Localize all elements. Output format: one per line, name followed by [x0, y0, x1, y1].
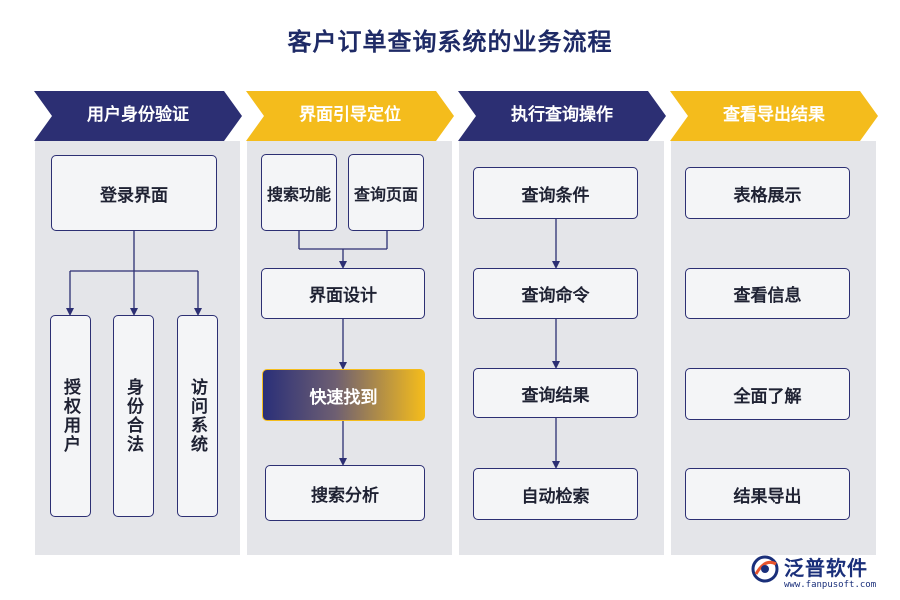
logo-url: www.fanpusoft.com [784, 580, 877, 590]
box-login-interface: 登录界面 [51, 155, 217, 231]
box-query-results: 查询结果 [473, 368, 638, 418]
logo-name: 泛普软件 [784, 556, 868, 580]
box-full-understanding: 全面了解 [685, 368, 850, 420]
box-view-info: 查看信息 [685, 268, 850, 319]
box-search-analysis: 搜索分析 [265, 465, 425, 521]
box-identity-valid: 身份合法 [113, 315, 154, 517]
box-auto-retrieval: 自动检索 [473, 468, 638, 520]
stage-header-chevron-4 [670, 91, 878, 141]
box-quick-find: 快速找到 [262, 369, 425, 421]
stage-label-4: 查看导出结果 [723, 105, 825, 125]
box-export-results: 结果导出 [685, 468, 850, 520]
box-search-function: 搜索功能 [261, 154, 337, 231]
stage-header-chevron-2 [246, 91, 454, 141]
page-title: 客户订单查询系统的业务流程 [287, 28, 613, 56]
stage-label-3: 执行查询操作 [511, 105, 613, 125]
stage-label-2: 界面引导定位 [299, 105, 401, 125]
fanpu-logo-icon [751, 555, 779, 583]
box-access-system: 访问系统 [177, 315, 218, 517]
stage-header-chevron-3 [458, 91, 666, 141]
stage-label-1: 用户身份验证 [87, 105, 189, 125]
box-authorized-user: 授权用户 [50, 315, 91, 517]
brand-logo: 泛普软件 www.fanpusoft.com [750, 552, 890, 596]
box-query-command: 查询命令 [473, 268, 638, 319]
stage-header-chevron-1 [34, 91, 242, 141]
box-interface-design: 界面设计 [261, 268, 425, 319]
box-query-conditions: 查询条件 [473, 167, 638, 219]
box-table-display: 表格展示 [685, 167, 850, 219]
box-query-page: 查询页面 [348, 154, 424, 231]
